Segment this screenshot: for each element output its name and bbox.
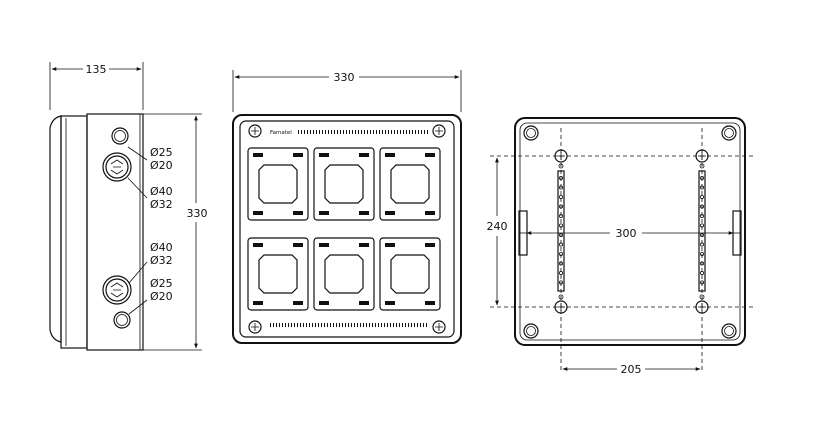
dim-label-135: 135 [86, 63, 107, 76]
dim-back-width: 300 [526, 227, 734, 240]
socket-module [379, 147, 441, 221]
label-hole-bottom-large-d1: Ø40 [150, 241, 173, 254]
dim-side-height: 330 [143, 113, 208, 351]
label-hole-top-large-d2: Ø32 [150, 198, 173, 211]
socket-module [247, 147, 309, 221]
side-hole-small-bottom [113, 311, 131, 329]
label-hole-bottom-small-d1: Ø25 [150, 277, 173, 290]
side-view: 135 Ø25 [49, 62, 208, 351]
side-hole-large-top [102, 152, 132, 182]
dim-label-240: 240 [487, 220, 508, 233]
label-hole-top-large-d1: Ø40 [150, 185, 173, 198]
back-screw-br [721, 323, 737, 339]
front-screw-tl [248, 124, 262, 138]
brand-label: Famatel [270, 130, 292, 136]
socket-grid [247, 147, 441, 311]
socket-module [247, 237, 309, 311]
dim-label-205: 205 [621, 363, 642, 376]
front-view: 330 Famatel [232, 70, 462, 344]
dim-label-front-330: 330 [334, 71, 355, 84]
back-screw-bl [523, 323, 539, 339]
dim-back-height: 240 [487, 157, 508, 306]
socket-module [313, 237, 375, 311]
dim-side-depth: 135 [49, 62, 144, 110]
front-screw-br [432, 320, 446, 334]
dim-front-width: 330 [232, 70, 462, 112]
dim-label-side-330: 330 [187, 207, 208, 220]
front-screw-tr [432, 124, 446, 138]
socket-module [313, 147, 375, 221]
back-view: 240 300 205 [487, 117, 755, 376]
back-screw-tl [523, 125, 539, 141]
back-screw-tr [721, 125, 737, 141]
front-screw-bl [248, 320, 262, 334]
label-hole-bottom-small-d2: Ø20 [150, 290, 173, 303]
dim-back-bottom: 205 [562, 363, 701, 376]
label-hole-top-small-d2: Ø20 [150, 159, 173, 172]
side-hole-small-top [111, 127, 129, 145]
label-hole-bottom-large-d2: Ø32 [150, 254, 173, 267]
label-hole-top-small-d1: Ø25 [150, 146, 173, 159]
side-hole-large-bottom [102, 275, 132, 305]
dim-label-300: 300 [616, 227, 637, 240]
socket-module [379, 237, 441, 311]
